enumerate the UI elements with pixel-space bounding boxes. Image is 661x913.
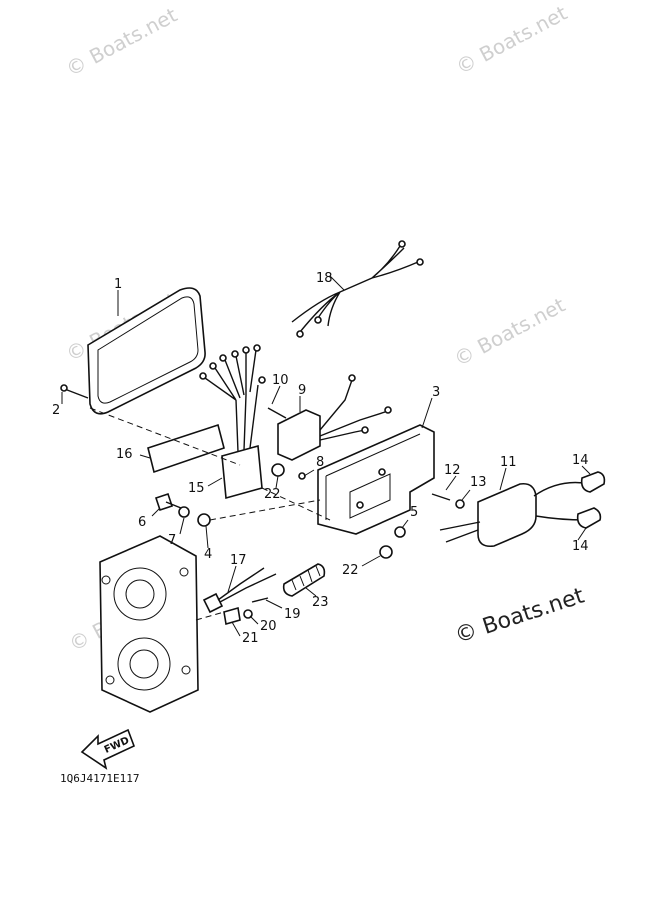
part-11-ignition-coil [439,481,591,548]
part-22-grommet-top [271,463,285,477]
ref-line-1 [89,407,241,466]
label-part-10: 10 [272,373,289,388]
label-part-9: 9 [298,383,307,398]
label-part-7: 7 [168,533,177,548]
label-part-17: 17 [230,553,247,568]
part-1-gasket [87,287,206,415]
part-12-screw [431,493,451,501]
label-part-22-bottom: 22 [342,563,359,578]
diagram-code: 1Q6J4171E117 [60,772,140,785]
label-part-13: 13 [470,475,487,490]
label-part-18: 18 [316,271,333,286]
part-23-spring [282,563,326,597]
part-9-coil [277,374,392,461]
part-3-box [317,424,435,535]
part-13-washer [455,499,465,509]
label-part-15: 15 [188,481,205,496]
leader-lines [61,275,591,637]
part-16-plate [147,423,225,474]
label-part-8: 8 [316,455,325,470]
label-part-19: 19 [284,607,301,622]
label-part-4: 4 [204,547,213,562]
part-19-screw [251,597,269,603]
part-18-harness [291,240,424,338]
label-part-14-bottom: 14 [572,539,589,554]
label-part-22-top: 22 [264,487,281,502]
label-part-1: 1 [114,277,123,292]
ref-line-2 [209,499,321,521]
label-part-3: 3 [432,385,441,400]
part-21-bracket [223,606,241,626]
part-2-screw [60,384,89,399]
part-8-washer [298,472,306,480]
label-part-11: 11 [500,455,517,470]
part-5-nut [394,526,406,538]
label-part-21: 21 [242,631,259,646]
part-7-washer [178,506,190,518]
fwd-arrow-icon [80,728,136,770]
part-10-screw [267,407,287,419]
cylinder-head [99,535,199,713]
label-part-23: 23 [312,595,329,610]
part-17-sensor [202,567,277,614]
part-15-block [199,344,266,500]
label-part-2: 2 [52,403,61,418]
label-part-20: 20 [260,619,277,634]
ref-line-3 [261,487,331,521]
label-part-5: 5 [410,505,419,520]
part-14-cap-top [580,471,606,493]
label-part-14-top: 14 [572,453,589,468]
part-22-grommet-bottom [379,545,393,559]
ref-line-4 [195,611,225,621]
label-part-6: 6 [138,515,147,530]
part-14-cap-bottom [576,507,602,529]
part-4-grommet [197,513,211,527]
label-part-16: 16 [116,447,133,462]
label-part-12: 12 [444,463,461,478]
